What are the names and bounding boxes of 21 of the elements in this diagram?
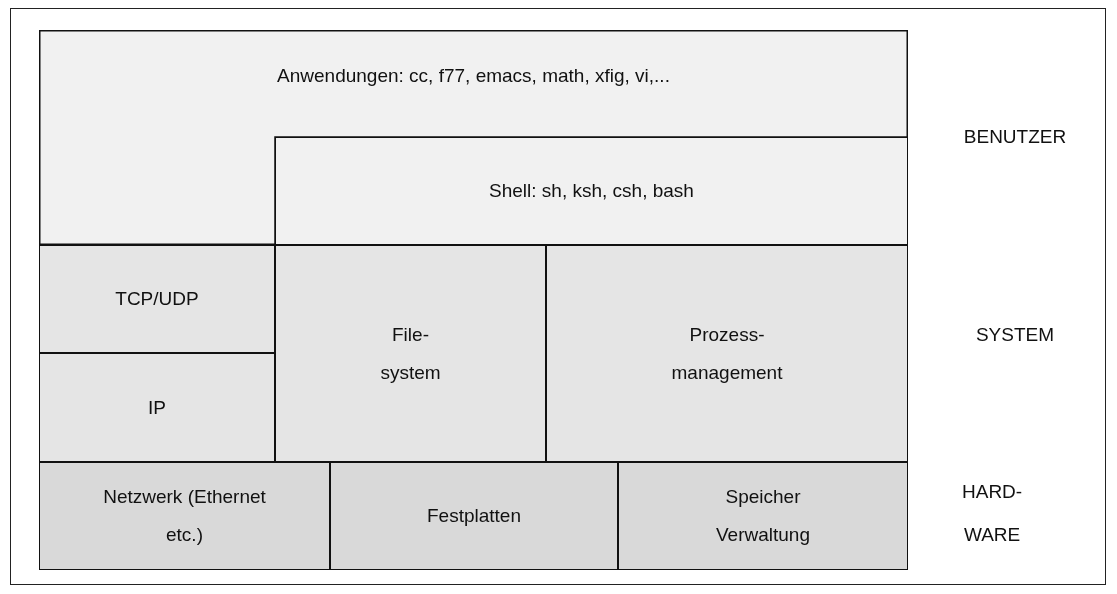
protocol-box bbox=[39, 353, 275, 462]
level-label: BENUTZER bbox=[962, 125, 1068, 149]
protocol-box bbox=[39, 245, 275, 353]
level-label: HARD- WARE bbox=[962, 480, 1023, 547]
hardware-box bbox=[330, 462, 618, 570]
application-layer-panel bbox=[39, 30, 908, 245]
filesystem-box bbox=[275, 245, 546, 462]
layer-label: Shell: sh, ksh, csh, bash bbox=[489, 179, 694, 203]
hardware-box bbox=[39, 462, 330, 570]
layer-label: TCP/UDP bbox=[115, 287, 199, 311]
layer-label: IP bbox=[148, 395, 166, 420]
process-management-box bbox=[546, 245, 908, 462]
hardware-box bbox=[618, 462, 908, 570]
layer-label: File- system bbox=[380, 322, 441, 385]
level-label: SYSTEM bbox=[974, 323, 1056, 347]
layer-label: Festplatten bbox=[427, 504, 521, 528]
layer-label: Speicher Verwaltung bbox=[716, 485, 810, 547]
layer-label: Netzwerk (Ethernet etc.) bbox=[102, 485, 267, 547]
shell-layer-box bbox=[275, 137, 908, 245]
layer-label: Anwendungen: cc, f77, emacs, math, xfig, vi,... bbox=[277, 64, 670, 88]
layer-label: Prozess- management bbox=[671, 322, 783, 385]
